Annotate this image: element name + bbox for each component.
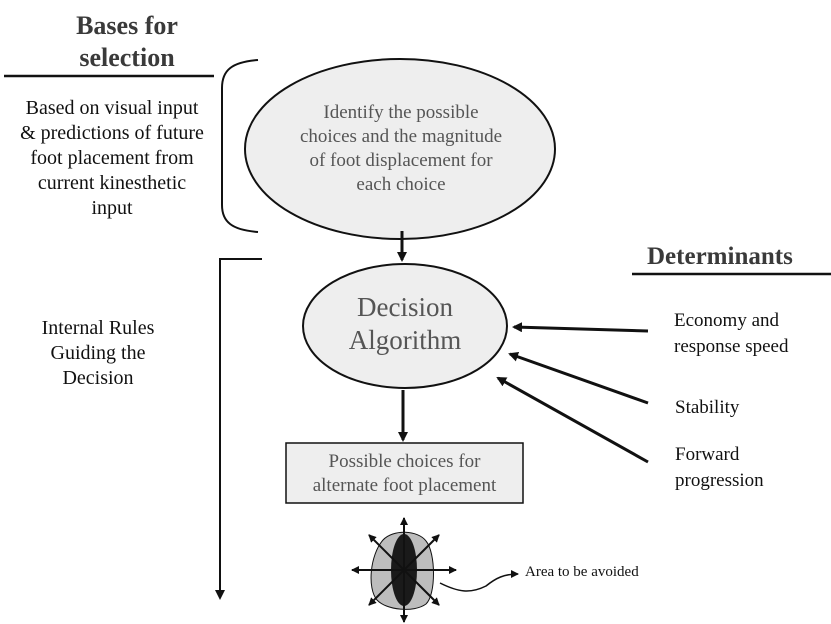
economy-line: response speed	[674, 336, 789, 357]
determinant-stability: Stability	[675, 397, 740, 418]
rules-label: Internal Rules Guiding the Decision	[0, 316, 196, 391]
possible-node	[285, 442, 524, 504]
identify-line: Identify the possible	[323, 102, 479, 123]
bases-line: Based on visual input	[25, 97, 199, 119]
possible-line: alternate foot placement	[312, 475, 497, 496]
bases-line: input	[91, 197, 133, 219]
decision-node	[302, 263, 508, 389]
rules-line: Decision	[62, 367, 134, 389]
economy-line: Economy and	[674, 310, 780, 331]
bases-line: & predictions of future	[20, 122, 204, 144]
bases-heading-line: Bases for	[76, 11, 178, 40]
arrow-stability	[508, 351, 649, 405]
forward-line: Forward	[675, 444, 740, 465]
avoid-pointer	[439, 570, 519, 592]
arrow-economy	[512, 322, 649, 333]
avoid-label: Area to be avoided	[525, 564, 639, 580]
rules-bracket	[215, 258, 262, 600]
decision-line: Decision	[357, 292, 453, 322]
foot-placement-graphic	[351, 517, 457, 623]
bases-heading-line: selection	[79, 43, 175, 72]
forward-line: progression	[675, 470, 764, 491]
determinants-heading: Determinants	[647, 243, 793, 270]
identify-line: each choice	[356, 174, 446, 195]
bases-line: current kinesthetic	[37, 172, 187, 194]
rules-line: Guiding the	[50, 342, 146, 364]
identify-line: of foot displacement for	[309, 150, 493, 171]
decision-node-text: Decision Algorithm	[320, 291, 490, 357]
identify-node	[244, 58, 556, 240]
arrow-forward	[496, 376, 649, 464]
determinant-forward: Forward progression	[675, 442, 764, 494]
identify-line: choices and the magnitude	[299, 126, 503, 147]
possible-node-text: Possible choices for alternate foot plac…	[286, 450, 523, 498]
identify-node-text: Identify the possible choices and the ma…	[270, 101, 532, 197]
bases-line: foot placement from	[30, 147, 194, 169]
decision-line: Algorithm	[348, 325, 462, 355]
determinant-economy: Economy and response speed	[674, 308, 789, 360]
possible-line: Possible choices for	[328, 451, 481, 472]
bases-brace	[221, 59, 259, 233]
bases-heading: Bases for selection	[52, 10, 202, 74]
bases-description: Based on visual input & predictions of f…	[0, 96, 224, 221]
rules-line: Internal Rules	[41, 317, 155, 339]
